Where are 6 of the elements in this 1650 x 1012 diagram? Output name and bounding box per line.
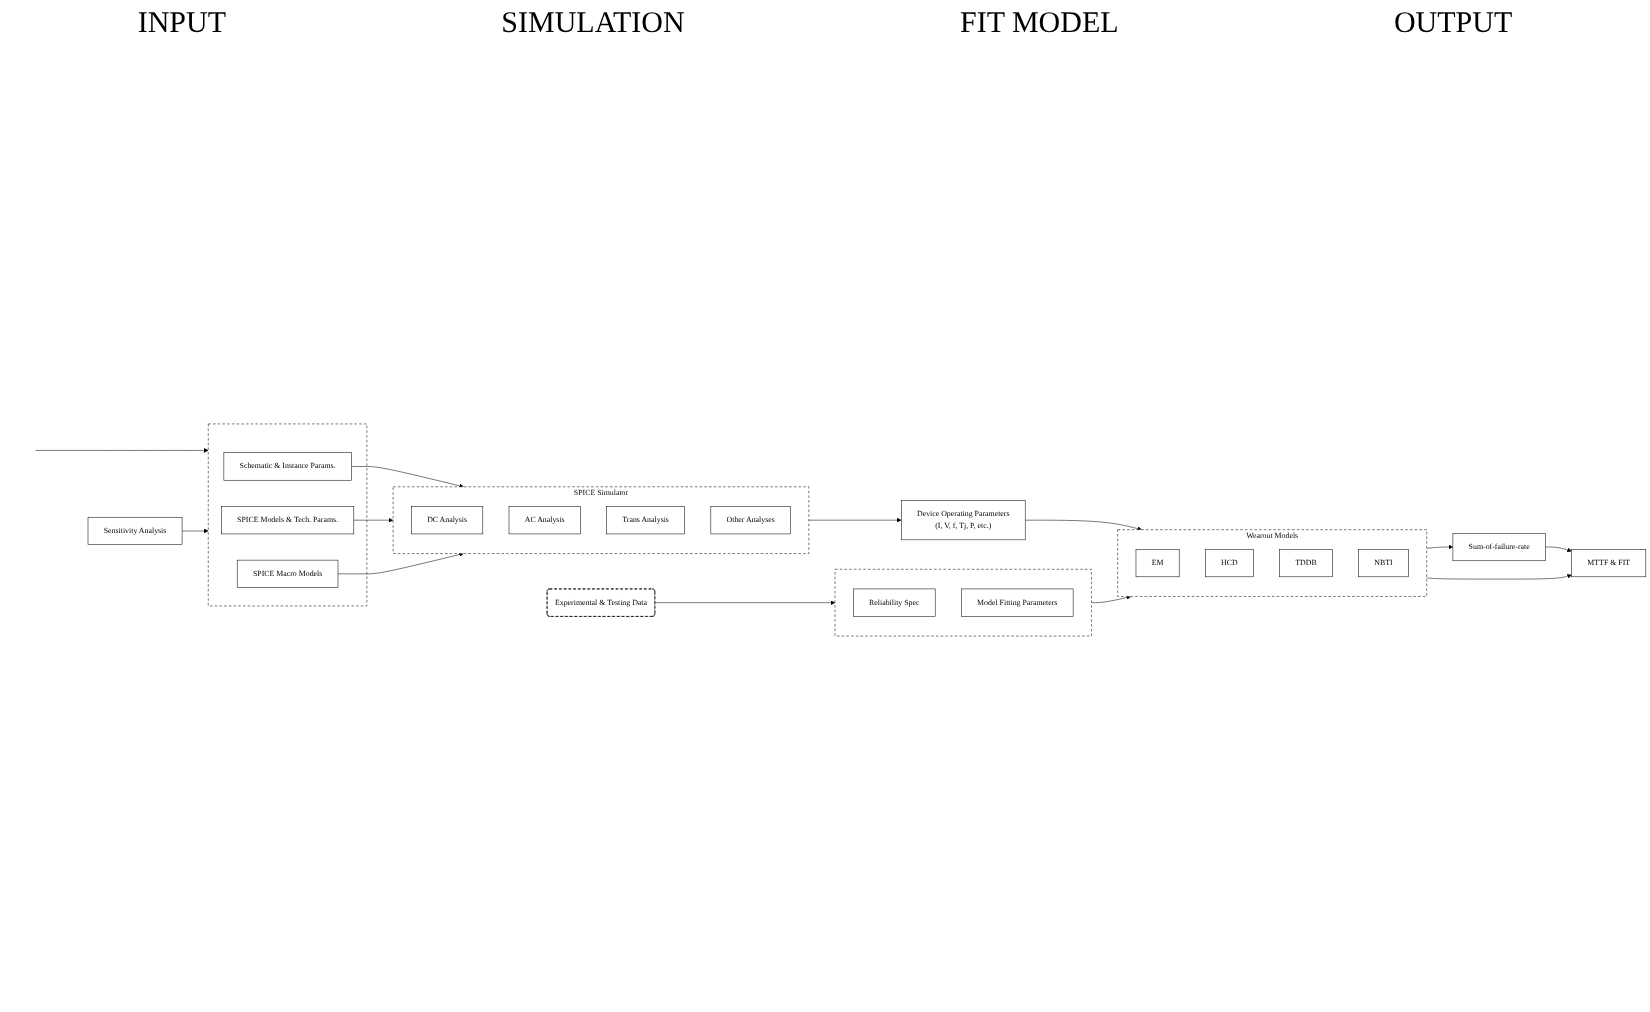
column-heading: SIMULATION	[501, 8, 685, 44]
column-heading: FIT MODEL	[959, 8, 1119, 44]
cluster	[834, 569, 1092, 637]
column-heading: INPUT	[137, 8, 226, 44]
column-heading: OUTPUT	[1393, 8, 1513, 44]
cluster	[208, 423, 368, 607]
